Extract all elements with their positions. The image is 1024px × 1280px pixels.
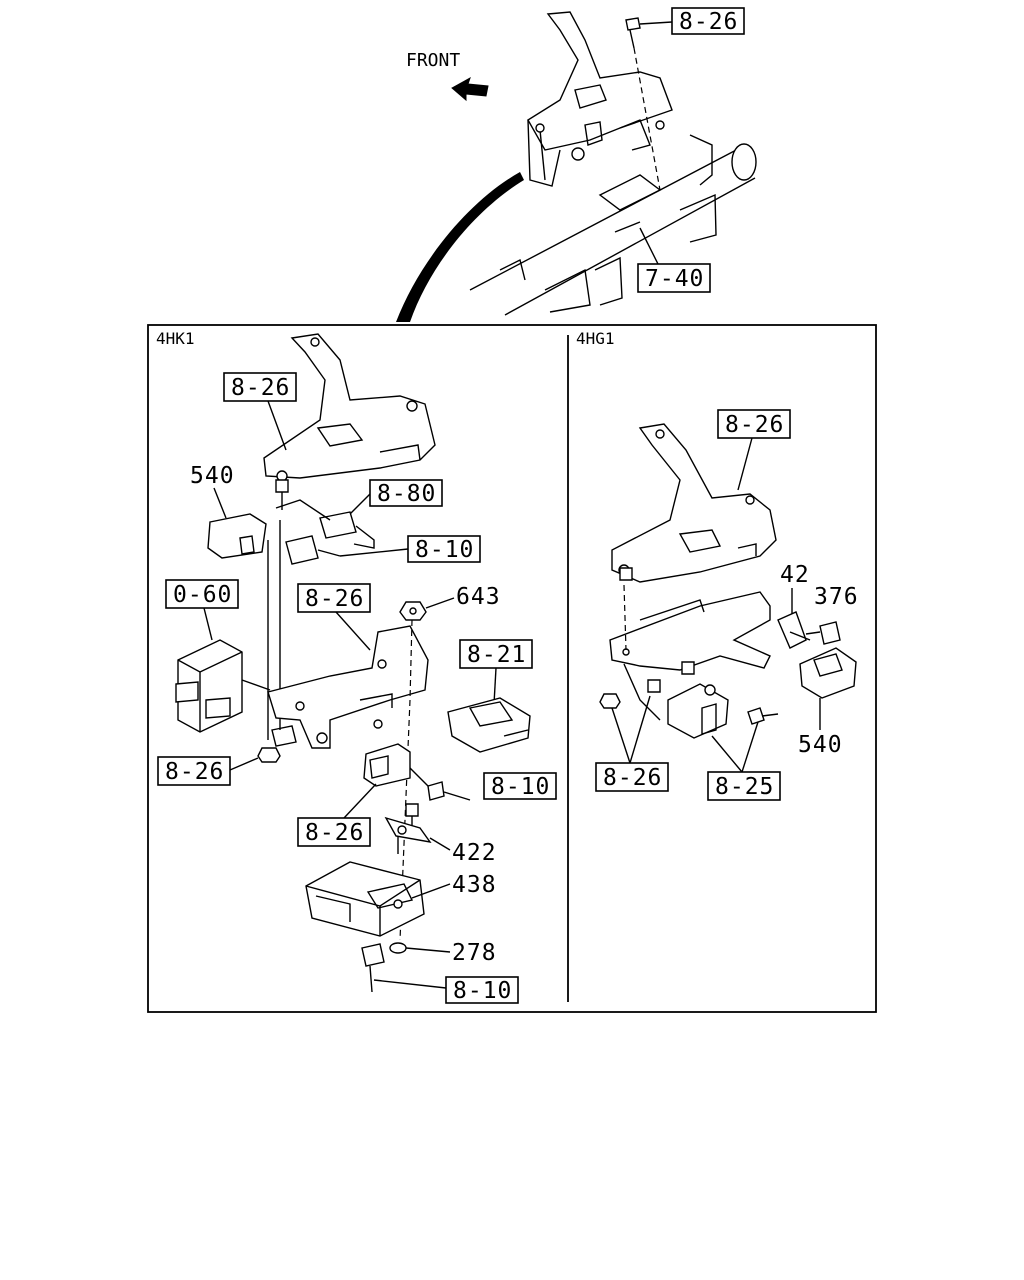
l-control-module bbox=[177, 639, 243, 733]
l-clip-num: 422 bbox=[452, 840, 497, 866]
l-ecu-num: 438 bbox=[452, 872, 497, 898]
panel-4hg1: 8-26 42 376 540 8-26 bbox=[595, 409, 859, 801]
callout-top-bolt: 8-26 bbox=[679, 9, 738, 35]
section-4hg1-label: 4HG1 bbox=[576, 329, 615, 348]
l-mid-bracket bbox=[267, 625, 429, 749]
r-bolt-num: 376 bbox=[814, 584, 859, 610]
r-lower-plate bbox=[609, 591, 771, 671]
panel-4hk1: 8-26 540 8-80 8-10 0-60 bbox=[157, 333, 557, 1004]
r-clip-num: 42 bbox=[780, 562, 810, 588]
callout-l-mid-bracket: 8-26 bbox=[305, 586, 364, 612]
front-label: FRONT bbox=[406, 50, 460, 71]
callout-r-bracket: 8-26 bbox=[725, 412, 784, 438]
top-assembly: FRONT 8-26 7-40 bbox=[396, 7, 757, 322]
l-relay-2 bbox=[363, 743, 411, 787]
l-nut-num: 643 bbox=[456, 584, 501, 610]
l-relay-num: 540 bbox=[190, 463, 235, 489]
callout-l-harness: 8-80 bbox=[377, 481, 436, 507]
r-relay-num: 540 bbox=[798, 732, 843, 758]
detail-frame bbox=[147, 324, 877, 1013]
l-main-bracket bbox=[263, 333, 436, 479]
callout-l-bracket: 8-26 bbox=[231, 375, 290, 401]
l-relay bbox=[207, 513, 267, 559]
top-bracket bbox=[527, 11, 673, 151]
callout-l-conn3: 8-10 bbox=[453, 978, 512, 1004]
detail-arrow bbox=[396, 172, 524, 322]
callout-l-relay2: 8-26 bbox=[305, 820, 364, 846]
callout-r-unit: 8-25 bbox=[715, 774, 774, 800]
section-4hk1-label: 4HK1 bbox=[156, 329, 195, 348]
callout-l-fuse: 8-21 bbox=[467, 642, 526, 668]
l-ecu bbox=[305, 861, 425, 937]
callout-l-conn2: 8-10 bbox=[491, 774, 550, 800]
callout-r-nut: 8-26 bbox=[603, 765, 662, 791]
callout-frame: 7-40 bbox=[645, 266, 704, 292]
r-main-bracket bbox=[611, 423, 777, 583]
callout-l-nut: 8-26 bbox=[165, 759, 224, 785]
l-washer-num: 278 bbox=[452, 940, 497, 966]
r-unit bbox=[667, 683, 729, 739]
callout-l-connector: 8-10 bbox=[415, 537, 474, 563]
front-arrow-icon bbox=[451, 76, 489, 102]
callout-l-module: 0-60 bbox=[173, 582, 232, 608]
